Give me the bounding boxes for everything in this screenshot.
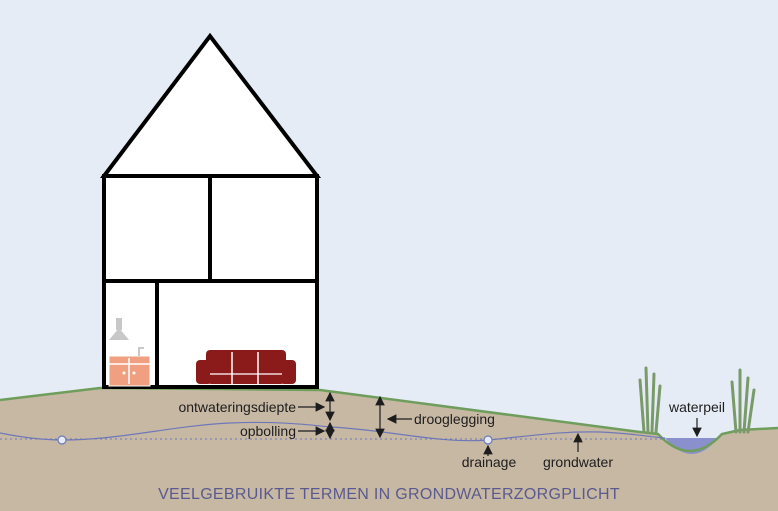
label-grondwater: grondwater xyxy=(543,454,613,470)
ground-surface xyxy=(0,386,778,453)
reed-icon xyxy=(730,368,756,434)
drain-pipe-icon xyxy=(57,435,67,445)
label-drainage: drainage xyxy=(462,454,517,470)
soil xyxy=(0,388,778,511)
label-drooglegging: drooglegging xyxy=(414,411,495,427)
drain-pipe-icon xyxy=(483,435,493,445)
kitchen-icon xyxy=(108,318,151,387)
label-opbolling: opbolling xyxy=(240,423,296,439)
caption: VEELGEBRUIKTE TERMEN IN GRONDWATERZORGPL… xyxy=(158,486,620,503)
reed-icon xyxy=(638,366,662,434)
ditch-water xyxy=(665,438,718,454)
house xyxy=(99,32,322,389)
sofa-icon xyxy=(196,350,296,384)
label-waterpeil: waterpeil xyxy=(668,399,725,415)
label-ontwateringsdiepte: ontwateringsdiepte xyxy=(178,399,296,415)
